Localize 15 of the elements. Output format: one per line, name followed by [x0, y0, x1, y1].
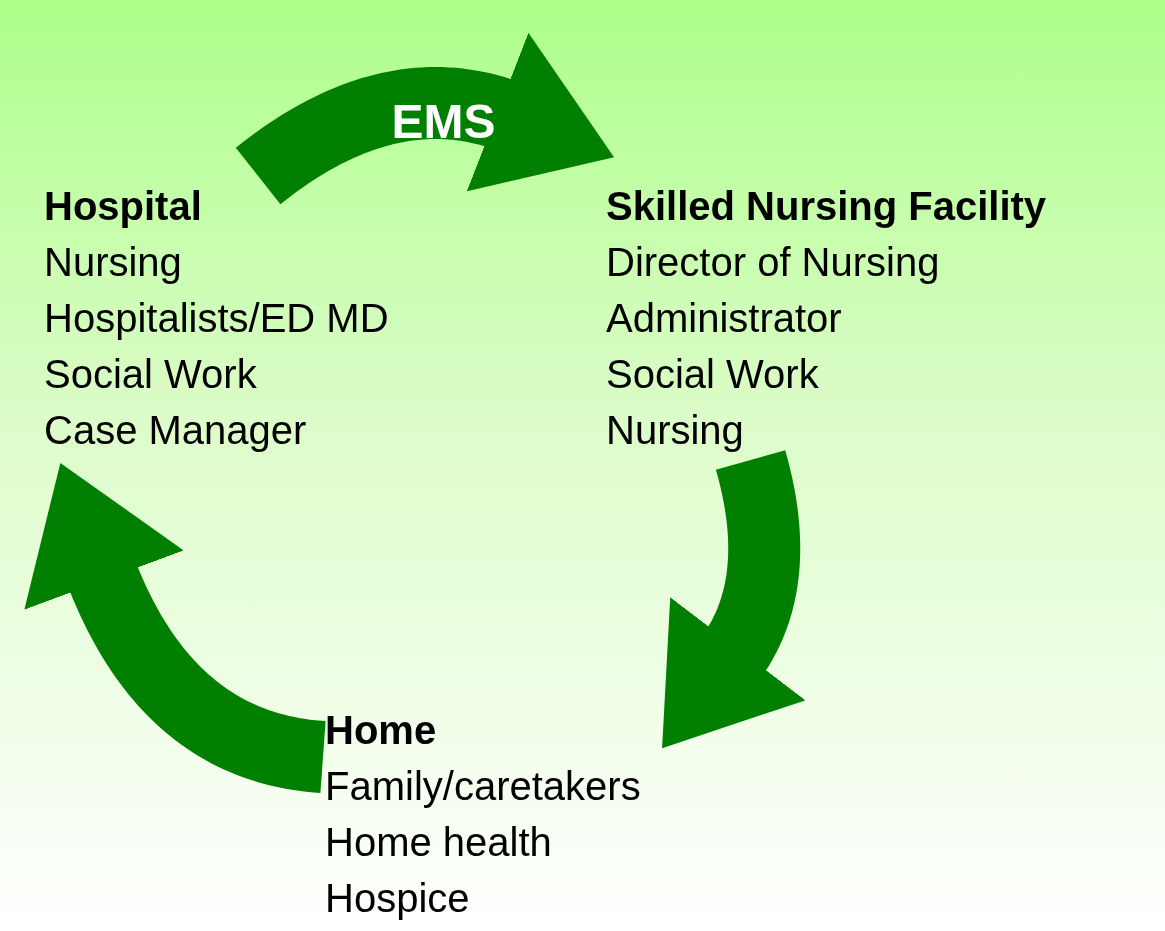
- list-item: Social Work: [606, 351, 820, 398]
- list-item: Home health: [325, 819, 553, 866]
- list-item: Administrator: [606, 295, 843, 342]
- list-item: Hospitalists/ED MD: [44, 295, 389, 342]
- list-item: Family/caretakers: [325, 763, 641, 810]
- list-item: Case Manager: [44, 407, 308, 454]
- list-item: Hospice: [325, 875, 471, 922]
- edge-label: EMS: [391, 93, 496, 149]
- list-item: Social Work: [44, 351, 258, 398]
- list-item: Nursing: [44, 239, 183, 286]
- list-item: Director of Nursing: [606, 239, 941, 286]
- node-heading: Skilled Nursing Facility: [606, 183, 1047, 230]
- list-item: Nursing: [606, 407, 745, 454]
- node-heading: Hospital: [44, 183, 203, 230]
- node-heading: Home: [325, 707, 438, 754]
